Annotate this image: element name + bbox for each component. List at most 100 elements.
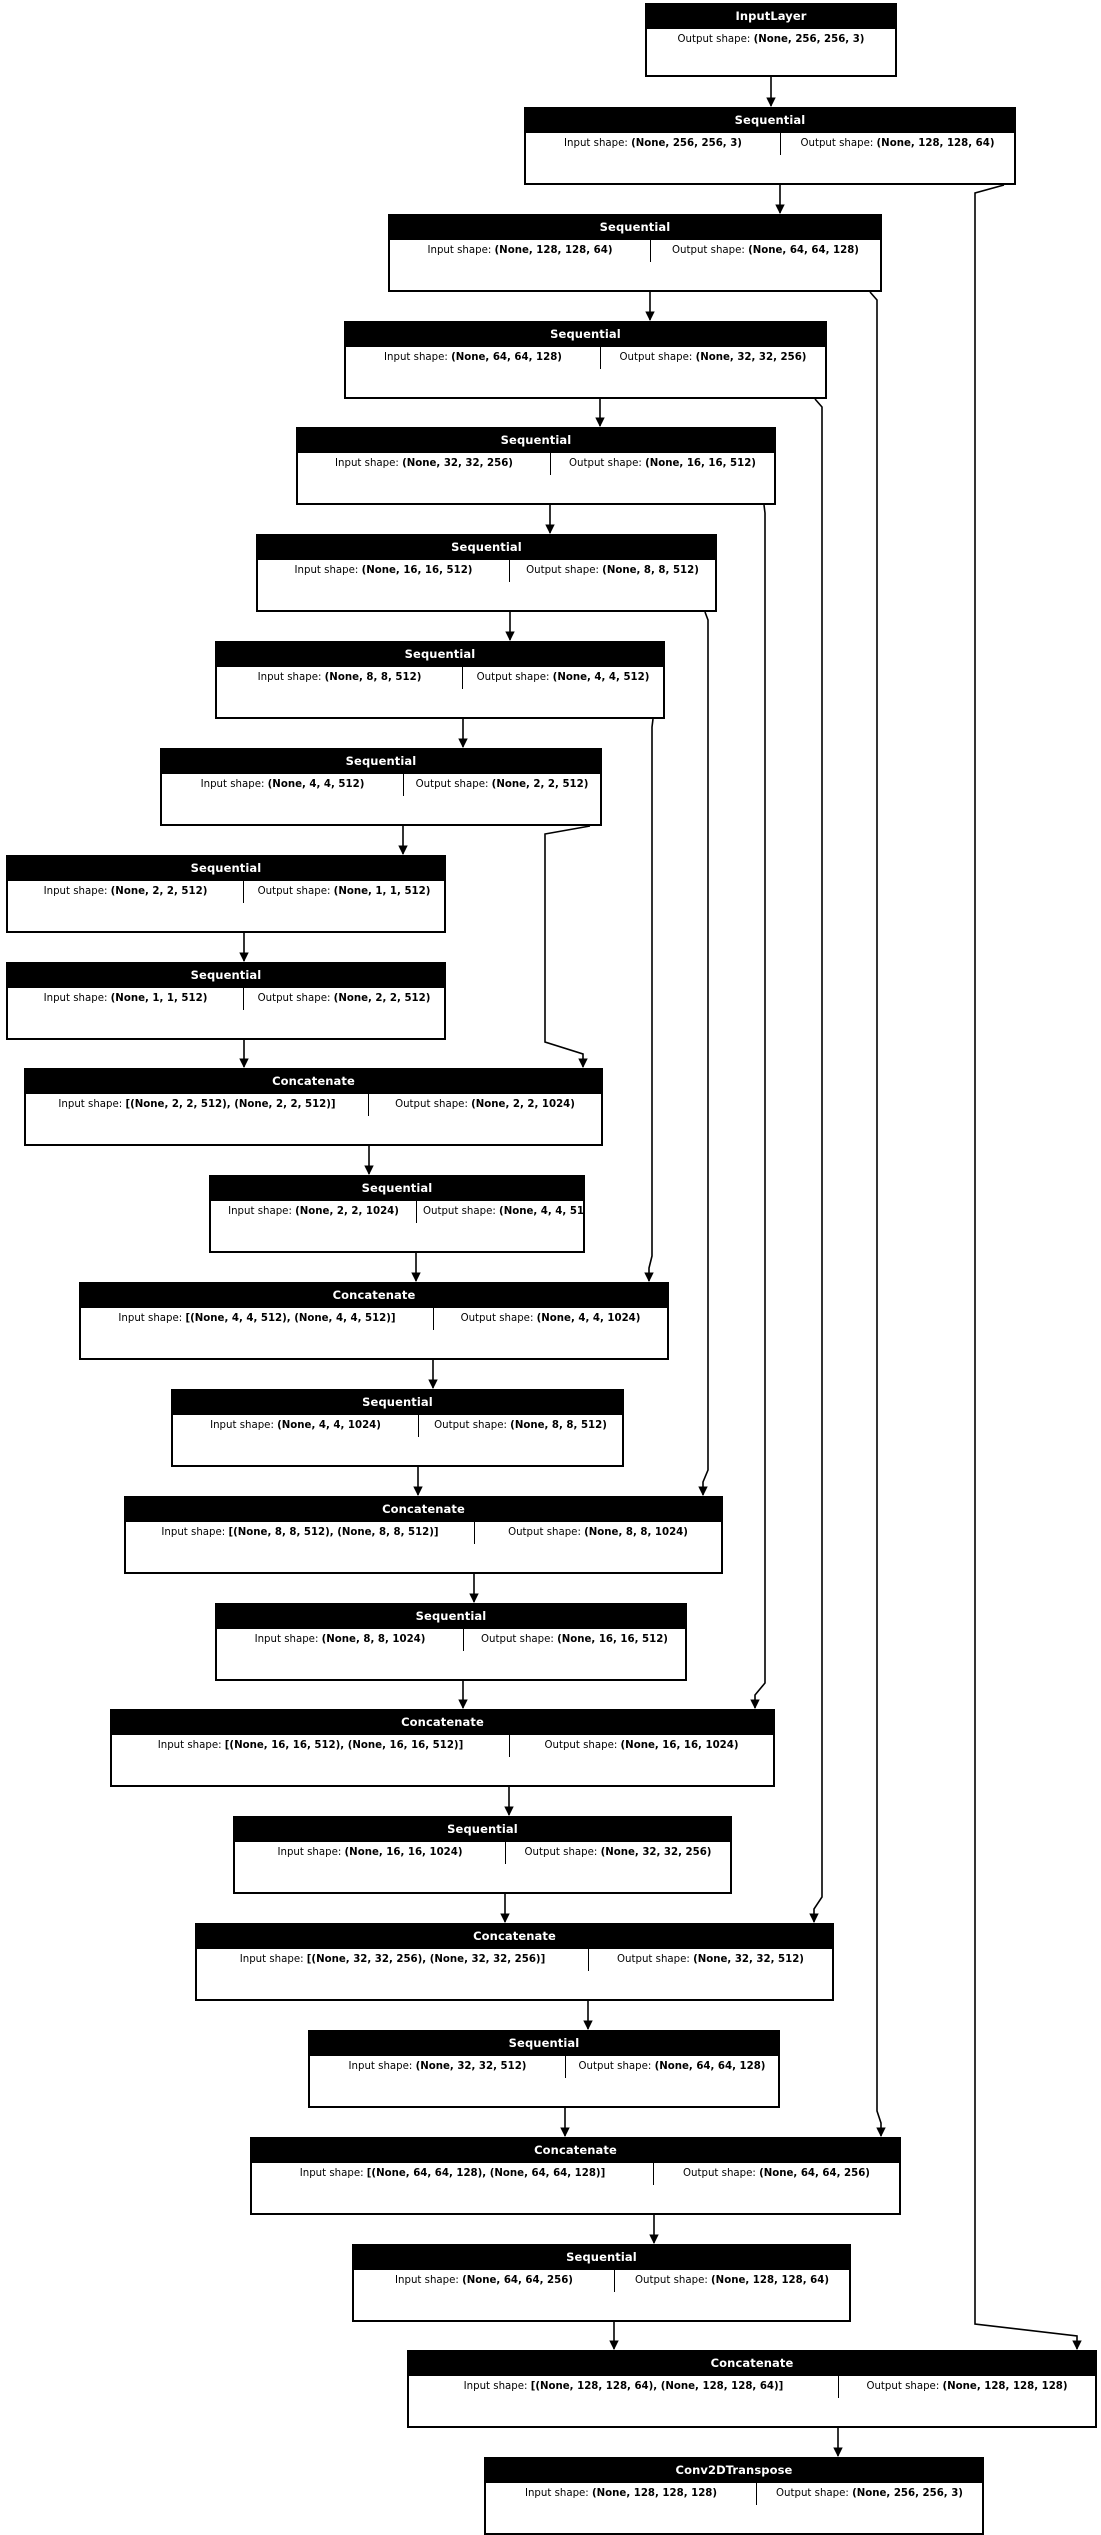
node-input-shape: Input shape: (None, 16, 16, 512) xyxy=(258,560,509,582)
node-input-shape-value: [(None, 16, 16, 512), (None, 16, 16, 512… xyxy=(224,1740,464,1751)
node-output-shape-label: Output shape: xyxy=(434,1420,511,1431)
node-input-shape-value: (None, 128, 128, 64) xyxy=(494,245,613,256)
node-title: Sequential xyxy=(216,642,664,666)
node-output-shape-value: (None, 128, 128, 64) xyxy=(711,2275,829,2286)
node-shape-row: Input shape: (None, 4, 4, 1024)Output sh… xyxy=(173,1414,622,1465)
node-output-shape-value: (None, 64, 64, 256) xyxy=(759,2168,870,2179)
node-output-shape-value: (None, 4, 4, 1024) xyxy=(536,1313,641,1324)
node-output-shape-label: Output shape: xyxy=(395,1099,472,1110)
node-input-shape-value: [(None, 2, 2, 512), (None, 2, 2, 512)] xyxy=(125,1099,336,1110)
node-input-shape-label: Input shape: xyxy=(58,1099,126,1110)
node-output-shape: Output shape: (None, 8, 8, 1024) xyxy=(474,1522,721,1544)
node-input-shape-value: (None, 64, 64, 256) xyxy=(462,2275,573,2286)
node-input-shape-label: Input shape: xyxy=(254,1634,322,1645)
edge xyxy=(869,291,886,2137)
node-output-shape-label: Output shape: xyxy=(619,352,696,363)
node-output-shape-value: (None, 128, 128, 64) xyxy=(876,138,995,149)
node-input-shape-value: (None, 16, 16, 512) xyxy=(361,565,473,576)
node-title: Sequential xyxy=(210,1176,584,1200)
node-output-shape-value: (None, 4, 4, 512) xyxy=(499,1206,583,1217)
node-input-shape-label: Input shape: xyxy=(427,245,495,256)
node-output-shape-label: Output shape: xyxy=(578,2061,655,2072)
node-input-shape-value: [(None, 64, 64, 128), (None, 64, 64, 128… xyxy=(366,2168,606,2179)
edge xyxy=(809,398,823,1923)
node-output-shape-label: Output shape: xyxy=(683,2168,760,2179)
node-shape-row: Output shape: (None, 256, 256, 3) xyxy=(647,28,895,75)
node-input-shape-value: (None, 8, 8, 512) xyxy=(324,672,422,683)
node-output-shape: Output shape: (None, 8, 8, 512) xyxy=(418,1415,622,1437)
node-title: Sequential xyxy=(161,749,601,773)
node-title: Concatenate xyxy=(251,2138,900,2162)
edge xyxy=(974,184,1082,2350)
node-input-shape: Input shape: [(None, 2, 2, 512), (None, … xyxy=(26,1094,368,1116)
edge xyxy=(544,825,591,1068)
node-output-shape-label: Output shape: xyxy=(508,1527,585,1538)
node-input-shape-label: Input shape: xyxy=(564,138,632,149)
node-output-shape: Output shape: (None, 2, 2, 1024) xyxy=(368,1094,601,1116)
node-output-shape-label: Output shape: xyxy=(677,34,754,45)
node-shape-row: Input shape: (None, 1, 1, 512)Output sha… xyxy=(8,987,444,1038)
node-shape-row: Input shape: [(None, 8, 8, 512), (None, … xyxy=(126,1521,721,1572)
node-output-shape: Output shape: (None, 32, 32, 256) xyxy=(505,1842,730,1864)
node-input-shape-value: (None, 64, 64, 128) xyxy=(451,352,562,363)
node-input-shape: Input shape: [(None, 32, 32, 256), (None… xyxy=(197,1949,588,1971)
node-shape-row: Input shape: [(None, 2, 2, 512), (None, … xyxy=(26,1093,601,1144)
node-shape-row: Input shape: [(None, 32, 32, 256), (None… xyxy=(197,1948,832,1999)
node-input-shape-value: (None, 4, 4, 512) xyxy=(267,779,365,790)
node-output-shape: Output shape: (None, 64, 64, 128) xyxy=(565,2056,778,2078)
node-input-shape-value: (None, 16, 16, 1024) xyxy=(344,1847,463,1858)
node-input-shape-label: Input shape: xyxy=(384,352,452,363)
node-shape-row: Input shape: [(None, 64, 64, 128), (None… xyxy=(252,2162,899,2213)
node-output-shape: Output shape: (None, 128, 128, 64) xyxy=(780,133,1014,155)
node-shape-row: Input shape: (None, 8, 8, 1024)Output sh… xyxy=(217,1628,685,1679)
node-output-shape-value: (None, 2, 2, 512) xyxy=(491,779,589,790)
node-input-shape-label: Input shape: xyxy=(348,2061,416,2072)
node-input-shape: Input shape: (None, 8, 8, 512) xyxy=(217,667,462,689)
node-input-shape-value: [(None, 32, 32, 256), (None, 32, 32, 256… xyxy=(306,1954,546,1965)
node-title: Concatenate xyxy=(408,2351,1096,2375)
node-shape-row: Input shape: (None, 64, 64, 128) Output s… xyxy=(346,346,825,397)
node-output-shape: Output shape: (None, 64, 64, 256) xyxy=(653,2163,899,2185)
node-input-shape-value: (None, 128, 128, 128) xyxy=(591,2488,718,2499)
node-title: Sequential xyxy=(172,1390,623,1414)
node-input-shape-value: (None, 4, 4, 1024) xyxy=(277,1420,381,1431)
node-output-shape-label: Output shape: xyxy=(617,1954,694,1965)
node-output-shape: Output shape: (None, 8, 8, 512) xyxy=(509,560,715,582)
node-shape-row: Input shape: [(None, 16, 16, 512), (None… xyxy=(112,1734,773,1785)
node-input-shape: Input shape: (None, 2, 2, 1024) xyxy=(211,1201,416,1223)
node-output-shape-label: Output shape: xyxy=(634,2275,712,2286)
node-shape-row: Input shape: (None, 16, 16, 512)Output s… xyxy=(258,559,715,610)
node-input-shape-value: [(None, 8, 8, 512), (None, 8, 8, 512)] xyxy=(228,1527,439,1538)
node-output-shape-value: (None, 256, 256, 3) xyxy=(852,2488,963,2499)
node-output-shape: Output shape: (None, 4, 4, 512) xyxy=(416,1201,583,1223)
node-output-shape-value: (None, 64, 64, 128) xyxy=(654,2061,766,2072)
node-input-shape: Input shape: (None, 256, 256, 3) xyxy=(526,133,780,155)
node-output-shape-label: Output shape: xyxy=(257,886,334,897)
node-input-shape-label: Input shape: xyxy=(524,2488,592,2499)
node-output-shape: Output shape: (None, 128, 128, 128) xyxy=(838,2376,1095,2398)
